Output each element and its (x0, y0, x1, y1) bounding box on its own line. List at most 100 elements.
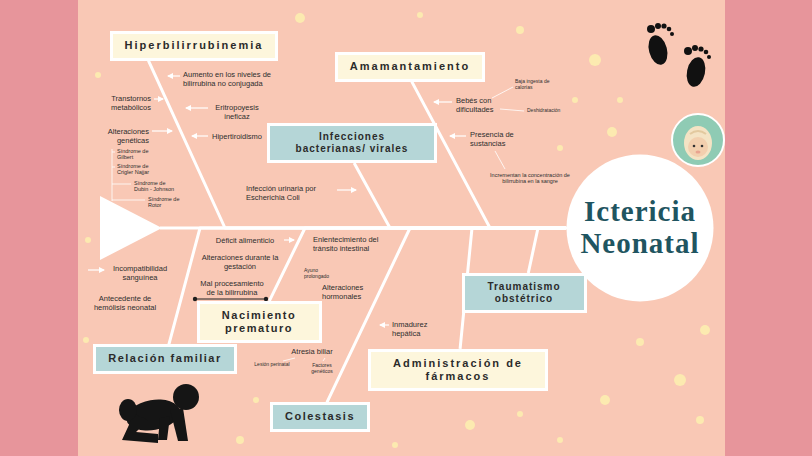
bokeh-dot (589, 54, 601, 66)
bokeh-dot (95, 72, 101, 78)
category-title: Hiperbilirrubinemia (125, 39, 264, 52)
leader-arrow (154, 98, 163, 99)
leader-arrow (380, 324, 389, 325)
cause-label: Mal procesamiento de la bilirrubina (197, 279, 267, 297)
foot-toe (684, 47, 692, 55)
leader-arrow (186, 107, 208, 108)
leader-arrow (192, 135, 208, 136)
foot-toe (692, 45, 698, 51)
crawling-baby (119, 384, 199, 443)
cause-label: Antecedente de hemólisis neonatal (89, 294, 161, 312)
cause-label: Incompatibilidad sanguínea (105, 264, 175, 282)
baby-diaper (119, 399, 137, 421)
bokeh-dot (516, 26, 524, 34)
bokeh-dot (85, 237, 91, 243)
bracket-tick (112, 200, 145, 201)
cause-label: Atresia biliar (291, 347, 332, 356)
foot-toe (647, 25, 655, 33)
category-box: Administración de fármacos (368, 349, 548, 391)
bone-line (148, 61, 566, 228)
leader-arrow (284, 239, 294, 240)
category-title: Administración de fármacos (383, 357, 533, 383)
bracket-line (112, 149, 113, 201)
bokeh-dot (700, 325, 710, 335)
category-title: Infecciones bacterianas/ virales (282, 131, 422, 155)
cause-label: Síndrome de Crigler Najjar (117, 163, 159, 176)
icon-disc (672, 114, 724, 166)
cause-label: Síndrome de Dubin - Johnson (134, 180, 178, 193)
leader-arrow (337, 189, 356, 190)
bokeh-dot (392, 442, 398, 448)
cause-label: Factores genéticos (308, 363, 336, 375)
cause-label: Transtornos metabólicos (91, 94, 151, 112)
category-box: Hiperbilirrubinemia (110, 31, 279, 60)
bokeh-dot (617, 97, 623, 103)
bokeh-dots (83, 12, 710, 448)
bokeh-dot (557, 437, 563, 443)
baby-hood (684, 126, 712, 160)
cause-label: Incrementan la concentración de bilirrub… (488, 172, 573, 185)
bracket-tick (112, 152, 115, 153)
cause-label: Hipertiroidismo (212, 132, 262, 141)
category-title: Traumatismo obstétrico (477, 281, 572, 305)
cause-label: Deshidratación (527, 108, 560, 114)
bone-line (327, 228, 566, 402)
category-box: Relación familiar (93, 344, 237, 373)
cause-label: Baja ingesta de calorías (515, 79, 551, 91)
category-box: Nacimiento prematuro (197, 301, 322, 343)
bokeh-dot (236, 436, 244, 444)
category-box: Infecciones bacterianas/ virales (267, 123, 437, 163)
cause-label: Lesión perinatal (254, 362, 289, 368)
baby-hair (690, 131, 706, 134)
cause-label: Presencia de sustancias (470, 130, 525, 148)
foot-sole (684, 55, 708, 88)
bokeh-dot (674, 374, 686, 386)
baby-eye (701, 145, 704, 148)
cause-label: Alteraciones hormonales (322, 283, 374, 301)
cause-label: Enlentecimiento del tránsito intestinal (313, 235, 389, 253)
leader-arrow (168, 75, 180, 76)
foot-toe (707, 55, 711, 59)
effect-circle: Ictericia Neonatal (566, 154, 714, 302)
bokeh-dot (465, 420, 475, 430)
cause-label: Inmadurez hepática (392, 320, 437, 338)
category-title: Relación familiar (108, 352, 222, 365)
category-box: Traumatismo obstétrico (462, 273, 587, 313)
baby-arm (170, 408, 188, 441)
bokeh-dot (696, 416, 704, 424)
bokeh-dot (600, 395, 610, 405)
leader-line (495, 151, 505, 169)
bokeh-dot (295, 13, 305, 23)
center-panel (78, 0, 725, 456)
category-box: Colestasis (270, 402, 370, 431)
foot-toe (661, 23, 666, 28)
baby-face (688, 137, 708, 157)
footprints (645, 23, 711, 89)
foot-toe (670, 32, 674, 36)
foot-sole (645, 33, 670, 67)
leader-arrow (450, 135, 466, 136)
bokeh-dot (636, 338, 644, 346)
foot-toe (704, 50, 709, 55)
cause-label: Ayuno prolongado (304, 268, 334, 280)
bokeh-dot (607, 127, 617, 137)
category-box: Amamantamiento (335, 52, 485, 81)
category-title: Nacimiento prematuro (212, 309, 307, 335)
baby-mouth (696, 151, 701, 154)
bokeh-dot (517, 411, 523, 417)
bokeh-dot (557, 145, 563, 151)
leader-line (492, 87, 513, 98)
leader-arrow (434, 101, 452, 102)
cause-label: Alteraciones genéticas (89, 127, 149, 145)
leader-line (323, 358, 325, 361)
category-title: Colestasis (285, 410, 355, 423)
rule-line (195, 299, 266, 300)
bokeh-dot (83, 337, 89, 343)
bracket-tick (112, 184, 131, 185)
bone-line (528, 228, 566, 273)
baby-eye (693, 145, 696, 148)
cause-label: Alteraciones durante la gestación (200, 253, 280, 271)
